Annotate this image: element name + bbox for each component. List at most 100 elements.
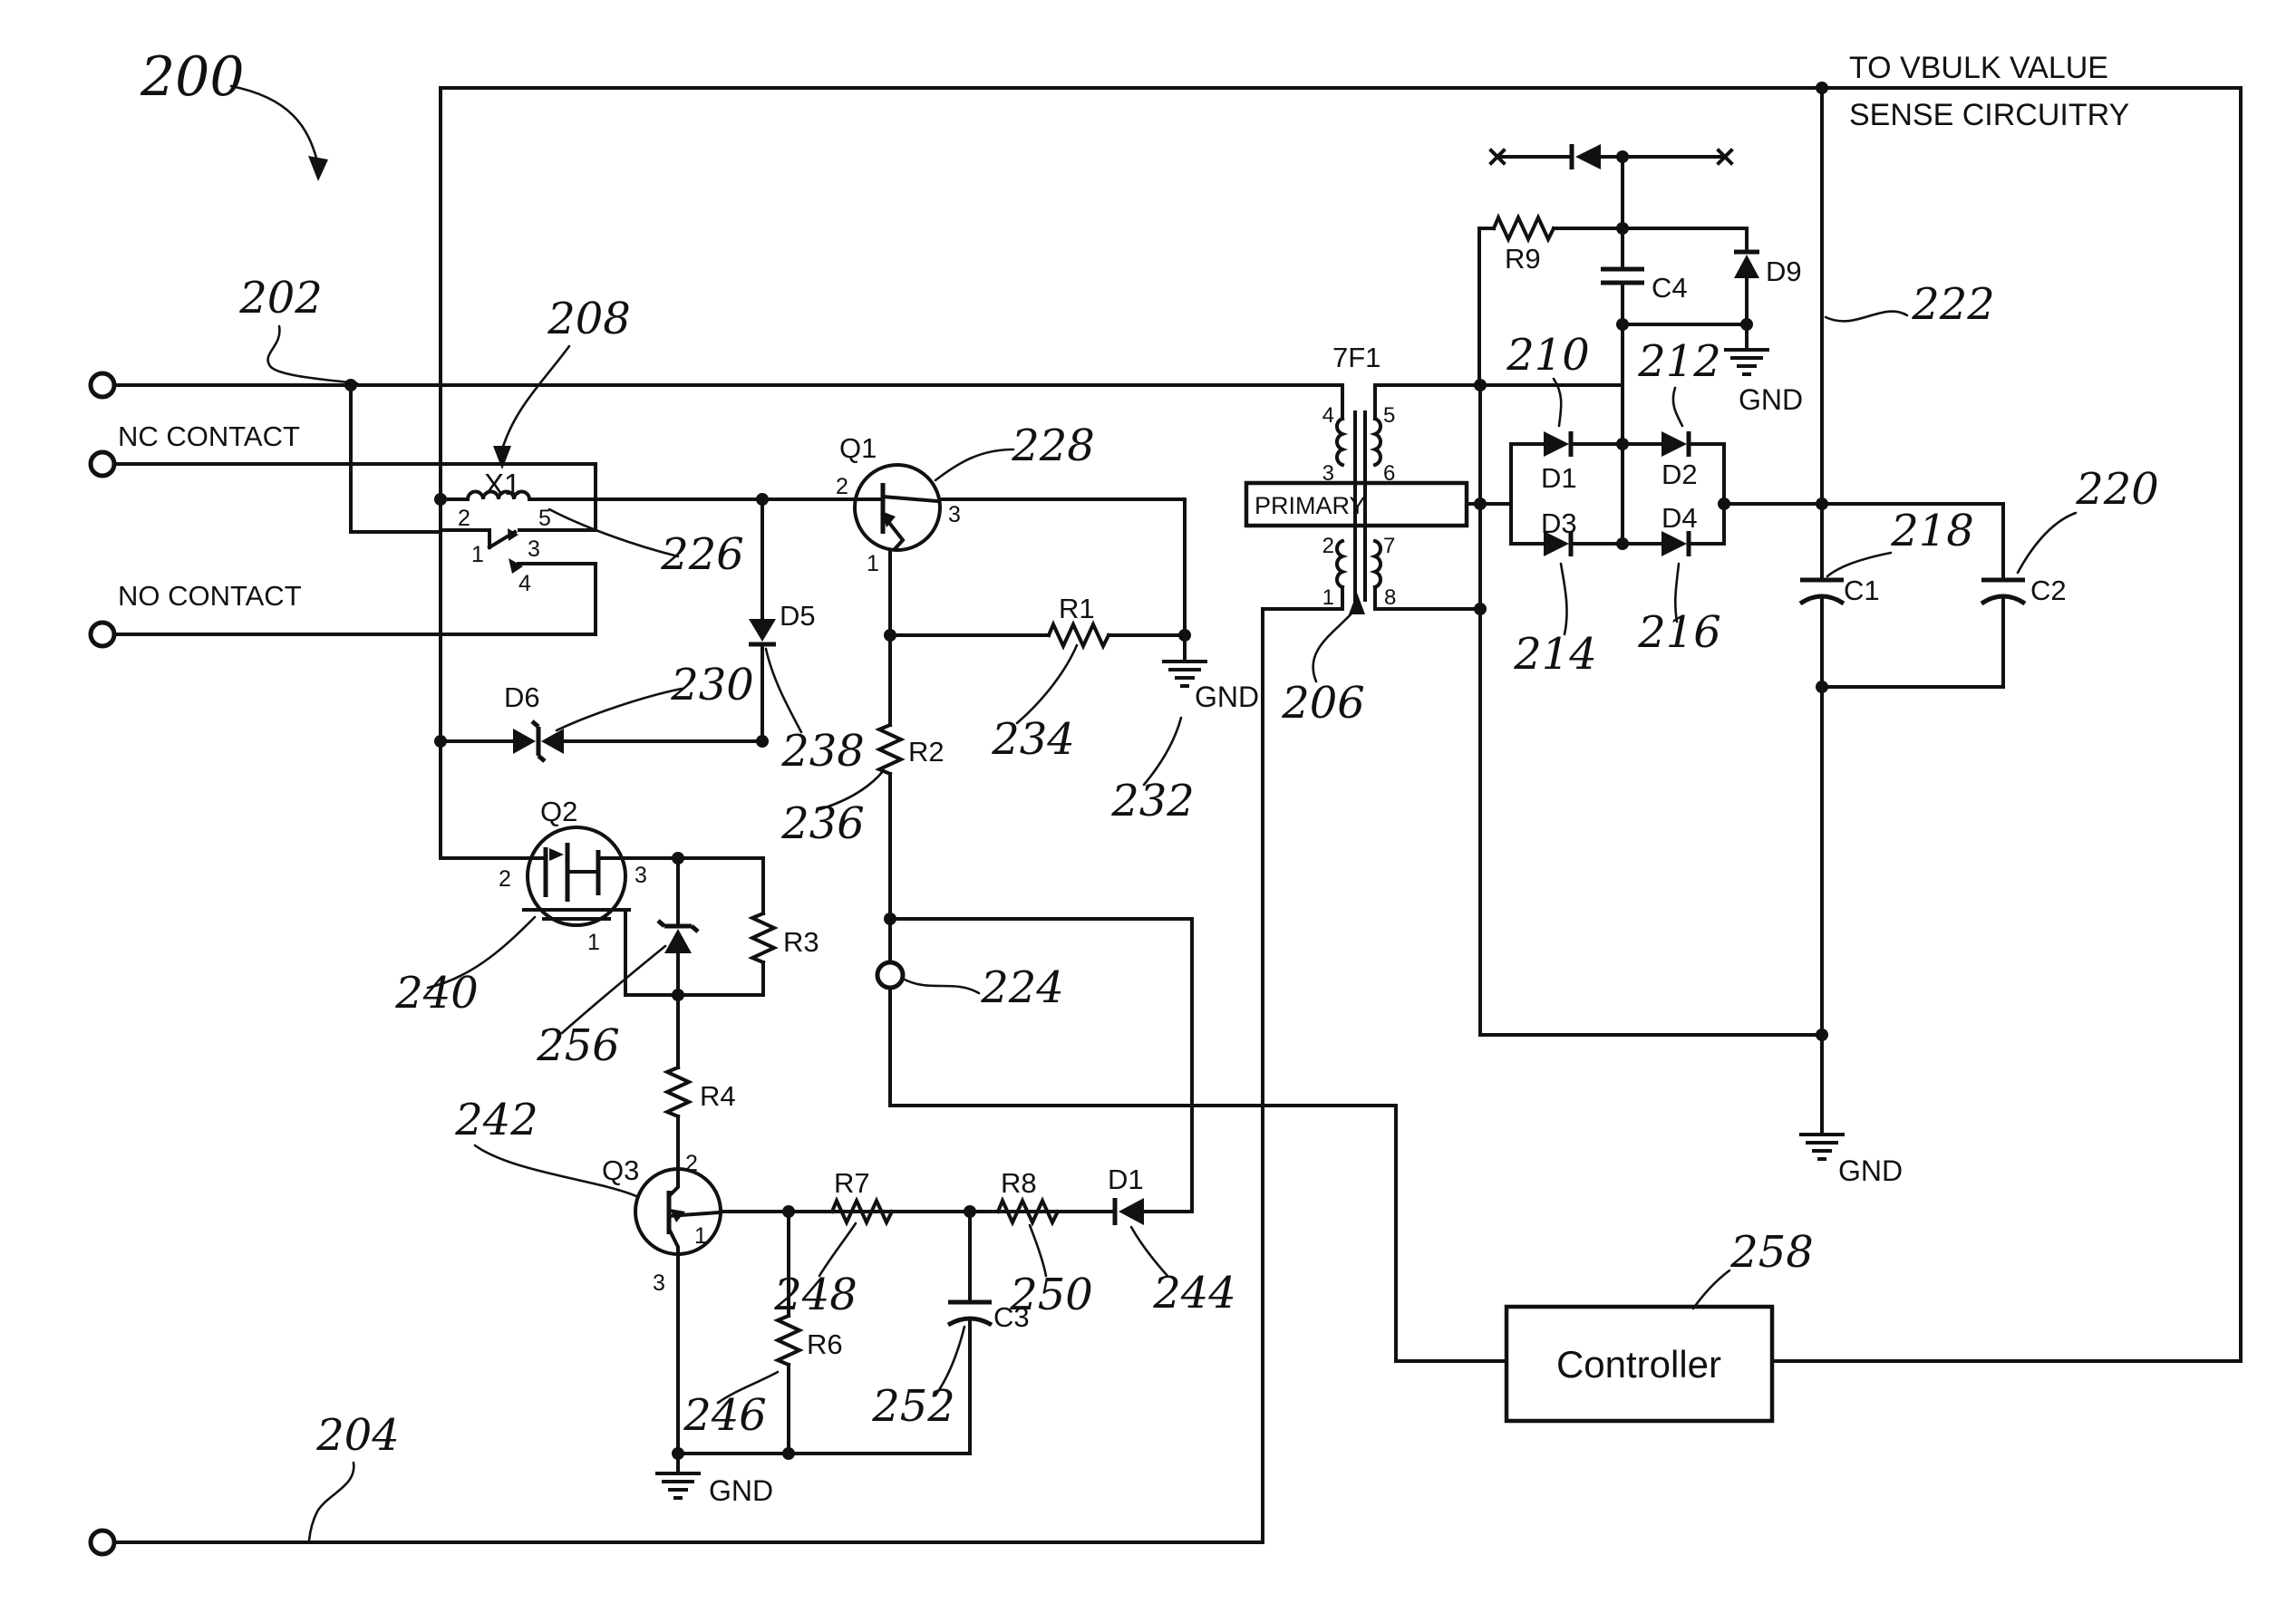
leader-202 (266, 324, 359, 385)
label-7f1: 7F1 (1332, 342, 1381, 373)
label-d3-bridge: D3 (1541, 507, 1577, 539)
leader-lines (229, 84, 2078, 1542)
ref-232: 232 (1110, 776, 1195, 826)
label-r4: R4 (700, 1080, 736, 1112)
leader-238 (764, 647, 803, 734)
terminal-nc (88, 449, 117, 478)
relay-no-contact-point (509, 558, 523, 574)
outer-frame (439, 86, 2243, 1363)
r7-zigzag (829, 1196, 895, 1227)
q3-emitter-arrow (670, 1209, 685, 1222)
gnd-right: GND (1838, 1154, 1903, 1187)
leader-206 (1312, 611, 1354, 683)
resistor-r7 (829, 1196, 895, 1227)
label-d2-bridge: D2 (1661, 459, 1698, 490)
relay-pin2: 2 (458, 506, 470, 531)
wire-relay-common-feed (349, 383, 442, 534)
aux-supply-cell (1477, 144, 1769, 446)
ref-228: 228 (1011, 420, 1095, 471)
xfmr-winding-upper-left (1335, 416, 1349, 468)
leader-240 (426, 915, 537, 990)
junction-dots (344, 82, 1828, 1460)
ref-224: 224 (980, 962, 1064, 1013)
relay-pin3: 3 (528, 536, 540, 562)
ref-202: 202 (238, 273, 323, 324)
d3-bridge-triangle (1544, 531, 1569, 556)
input-terminals (88, 371, 1344, 1557)
leader-244 (1129, 1225, 1169, 1278)
label-r9: R9 (1505, 243, 1541, 275)
label-d1-bridge: D1 (1541, 462, 1577, 494)
leader-204 (307, 1461, 355, 1542)
diode-d5 (749, 497, 776, 743)
gnd-232: GND (1195, 681, 1259, 713)
ref-258: 258 (1729, 1227, 1814, 1278)
q1-circle (853, 463, 942, 552)
xfmr-winding-upper-right (1369, 416, 1382, 468)
label-d9: D9 (1766, 256, 1802, 287)
zener-256 (656, 856, 700, 997)
sense-path-224 (875, 917, 1508, 1363)
label-r2: R2 (908, 736, 945, 768)
label-c3: C3 (993, 1301, 1030, 1333)
q2-mosfet-symbol (522, 856, 631, 921)
leader-224 (901, 977, 981, 995)
label-r6: R6 (807, 1328, 843, 1360)
leader-210 (1552, 377, 1563, 428)
w1-right-tick (1716, 148, 1734, 166)
leader-246 (716, 1370, 780, 1405)
resistor-r3 (624, 856, 779, 997)
resistor-r2 (875, 722, 906, 921)
ref-244: 244 (1152, 1268, 1236, 1318)
resistor-r1 (888, 620, 1187, 651)
label-c2: C2 (2030, 575, 2067, 606)
leader-208 (500, 344, 571, 451)
relay-arm-arrowhead (508, 528, 518, 541)
d5-triangle (749, 619, 776, 642)
r2-zigzag (875, 722, 906, 777)
leader-230 (555, 687, 683, 732)
q2-circle (526, 826, 627, 927)
leader-226 (547, 507, 680, 558)
ref-252: 252 (871, 1381, 955, 1432)
label-r1: R1 (1059, 593, 1095, 624)
terminal-line2 (88, 1528, 117, 1557)
ref-226: 226 (660, 529, 744, 580)
label-d6: D6 (504, 681, 540, 713)
leader-212 (1671, 386, 1684, 428)
c4-plates (1601, 266, 1644, 285)
transformer-7f1 (1244, 383, 1624, 1544)
labels-layer: 2002022042082262282302382362342322402562… (118, 45, 2159, 1507)
ref-216: 216 (1637, 607, 1721, 658)
ref-248: 248 (773, 1270, 857, 1320)
q3-pin3: 3 (653, 1270, 665, 1296)
gnd-q3: GND (709, 1474, 773, 1507)
arrowhead-206 (1349, 593, 1365, 614)
wire-to-controller (888, 917, 1508, 1363)
q1-emitter-arrow (881, 511, 896, 527)
label-c4: C4 (1652, 272, 1688, 304)
r4-zigzag (663, 1065, 693, 1119)
d1-bridge-triangle (1544, 431, 1569, 457)
zener-triangle (664, 929, 692, 953)
gnd-symbol-right (1799, 1133, 1845, 1161)
xfmr-winding-lower-left (1335, 538, 1349, 590)
xfmr-pin6: 6 (1383, 461, 1395, 486)
output-caps (1722, 502, 2027, 1161)
ground-232 (1162, 633, 1207, 688)
d2-bridge-triangle (1661, 431, 1687, 457)
d1-triangle (1119, 1198, 1144, 1225)
leader-242 (473, 1144, 638, 1198)
r8-zigzag (995, 1196, 1061, 1227)
label-q1: Q1 (839, 432, 877, 464)
controller-label: Controller (1556, 1343, 1721, 1386)
xfmr-pin5-stub (1373, 383, 1624, 420)
label-d4-bridge: D4 (1661, 502, 1698, 534)
leader-228 (934, 448, 1015, 482)
ref-206: 206 (1281, 678, 1365, 729)
leader-220 (2016, 511, 2078, 575)
xfmr-pin5: 5 (1383, 403, 1395, 428)
ref-242: 242 (454, 1095, 538, 1145)
